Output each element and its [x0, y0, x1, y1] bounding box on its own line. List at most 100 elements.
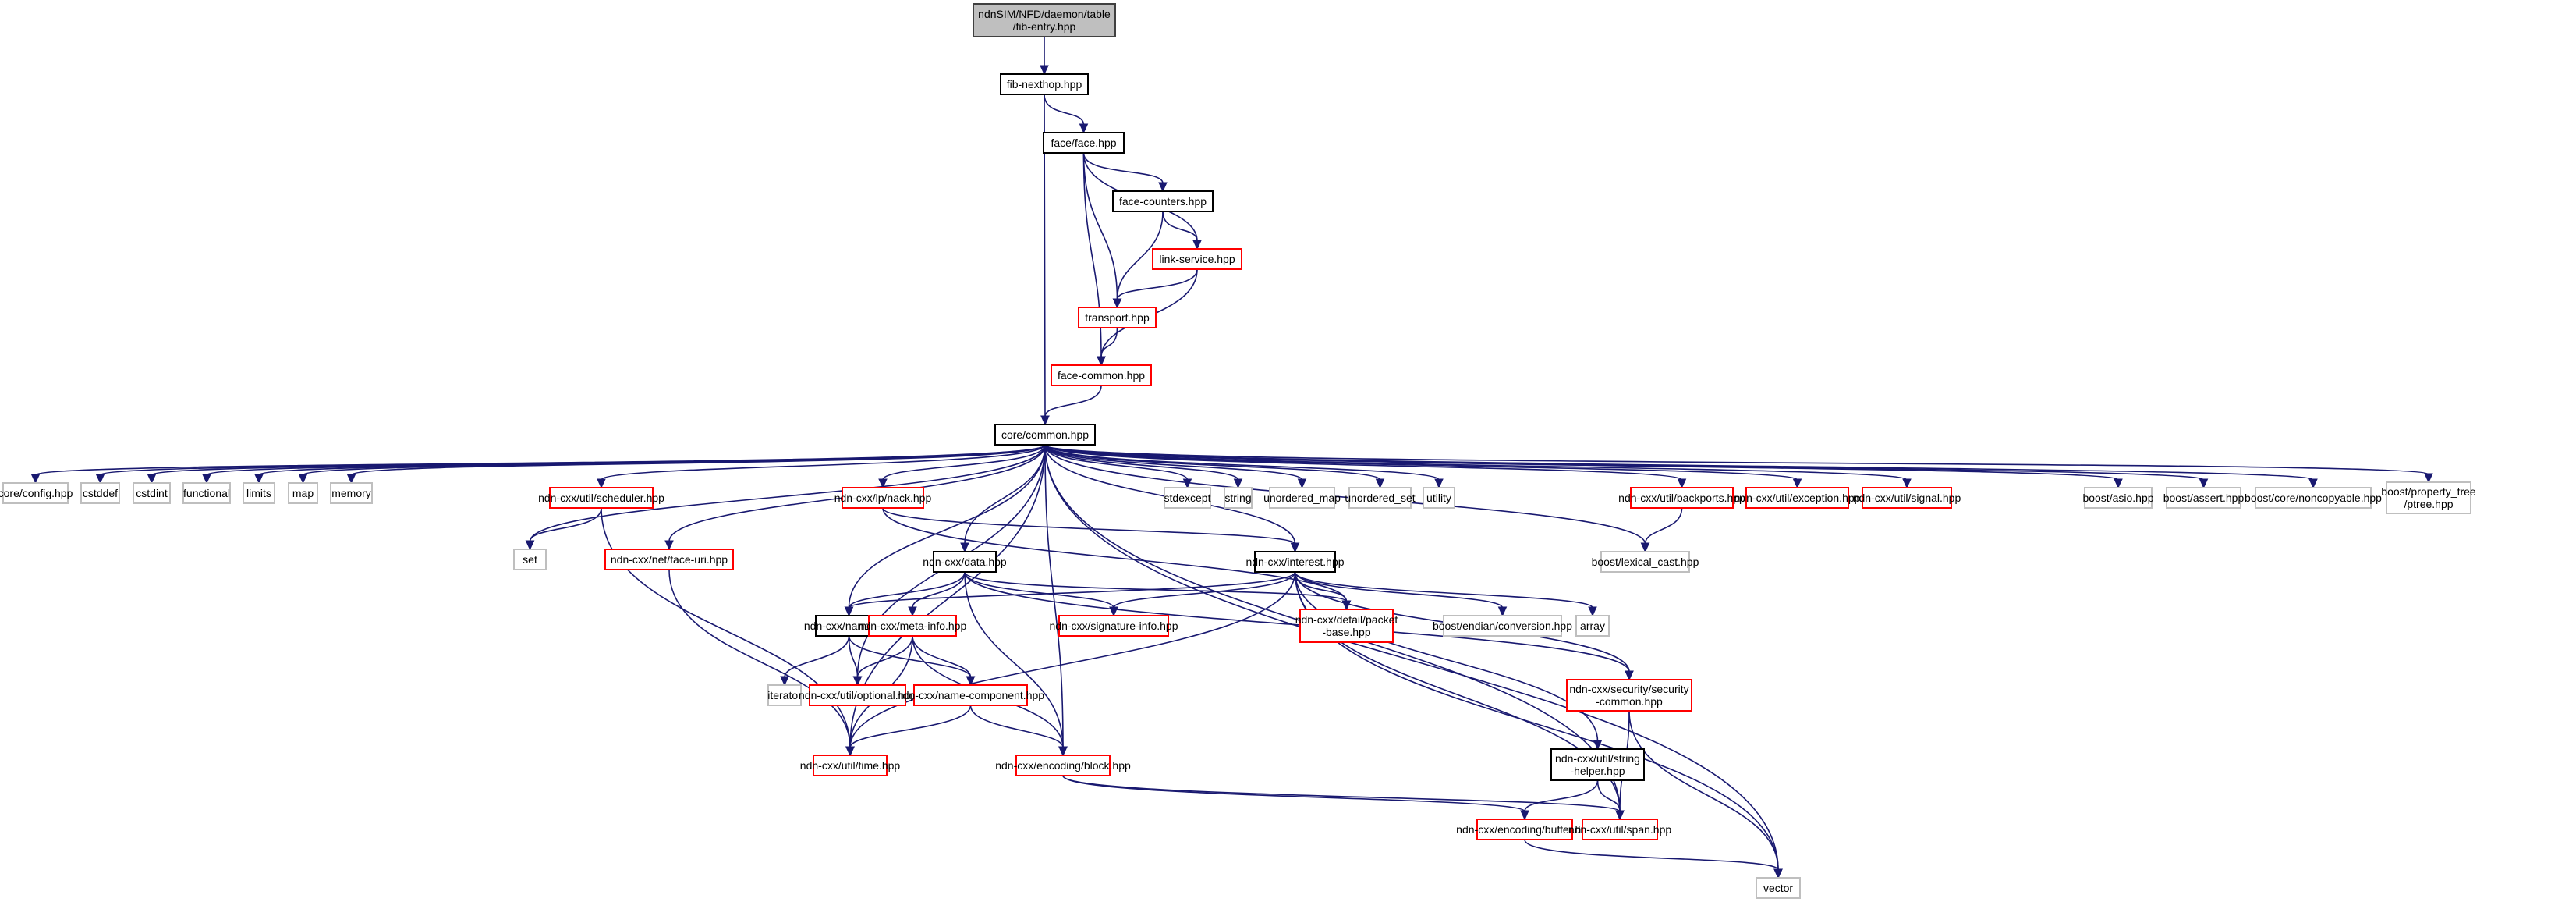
node-box: [288, 482, 318, 504]
edge-name-to-optional: [848, 635, 859, 678]
edge-face_counters-to-transport: [1116, 211, 1164, 300]
node-security-common[interactable]: ndn-cxx/security/security-common.hpp: [1566, 679, 1692, 712]
arrowhead-common-to-config: [30, 474, 41, 485]
node-span[interactable]: ndn-cxx/util/span.hpp: [1568, 819, 1672, 840]
edge-common-to-noncopyable: [1044, 444, 2314, 481]
node-common[interactable]: core/common.hpp: [994, 424, 1096, 446]
node-label: ndn-cxx/signature-info.hpp: [1050, 620, 1178, 632]
node-time[interactable]: ndn-cxx/util/time.hpp: [800, 755, 901, 776]
node-label: link-service.hpp: [1159, 253, 1235, 265]
node-label: limits: [246, 487, 271, 499]
node-label: vector: [1763, 882, 1793, 894]
edge-nack-to-packet_base: [882, 507, 1348, 602]
node-box: [2166, 487, 2241, 509]
arrowhead-face_common-to-common: [1040, 415, 1050, 426]
node-label: core/common.hpp: [1001, 428, 1089, 441]
edge-data-to-signature_info: [964, 571, 1114, 609]
edge-face-to-face_counters: [1082, 152, 1164, 184]
edge-common-to-set: [529, 444, 1046, 542]
node-box: [80, 482, 120, 504]
node-backports[interactable]: ndn-cxx/util/backports.hpp: [1618, 487, 1745, 509]
node-label: set: [523, 553, 537, 566]
edge-common-to-ptree: [1044, 444, 2429, 475]
node-signature-info[interactable]: ndn-cxx/signature-info.hpp: [1050, 615, 1178, 637]
node-buffer[interactable]: ndn-cxx/encoding/buffer.hpp: [1456, 819, 1593, 840]
node-box: [1299, 609, 1394, 643]
node-exception[interactable]: ndn-cxx/util/exception.hpp: [1734, 487, 1861, 509]
node-box: [1600, 551, 1690, 573]
edge-name-to-name_component: [848, 635, 972, 678]
node-box: [1582, 819, 1658, 840]
node-label: unordered_map: [1263, 492, 1341, 504]
edge-interest-to-array: [1294, 571, 1593, 609]
node-label: face-counters.hpp: [1119, 195, 1207, 208]
node-box: [1348, 487, 1412, 509]
node-nack[interactable]: ndn-cxx/lp/nack.hpp: [834, 487, 932, 509]
node-box: [994, 424, 1096, 446]
node-face[interactable]: face/face.hpp: [1043, 132, 1125, 154]
node-face-counters[interactable]: face-counters.hpp: [1112, 190, 1214, 212]
arrowhead-common-to-noncopyable: [2308, 478, 2318, 489]
edge-common-to-unordered_set: [1044, 444, 1381, 481]
node-box: [1423, 487, 1455, 509]
node-box: [813, 755, 888, 776]
edge-data-to-block: [964, 571, 1064, 748]
node-cstdint: cstdint: [133, 482, 171, 504]
arrowhead-interest-to-packet_base: [1341, 600, 1352, 611]
node-box: [2084, 487, 2153, 509]
node-label: core/config.hpp: [0, 487, 73, 499]
node-label: ndn-cxx/interest.hpp: [1245, 556, 1344, 568]
node-root[interactable]: ndnSIM/NFD/daemon/table/fib-entry.hpp: [973, 3, 1116, 37]
node-label: boost/endian/conversion.hpp: [1433, 620, 1572, 632]
node-label: ndn-cxx/encoding/block.hpp: [995, 759, 1131, 772]
edge-common-to-lexical_cast: [1044, 444, 1646, 545]
node-label: cstddef: [83, 487, 118, 499]
node-box: [604, 549, 734, 570]
node-data[interactable]: ndn-cxx/data.hpp: [923, 551, 1007, 573]
edge-face-to-transport: [1082, 152, 1118, 300]
node-signal[interactable]: ndn-cxx/util/signal.hpp: [1853, 487, 1961, 509]
nodes-layer: ndnSIM/NFD/daemon/table/fib-entry.hpp fib…: [0, 3, 2476, 899]
node-face-common[interactable]: face-common.hpp: [1051, 364, 1152, 386]
edge-common-to-nack: [882, 444, 1046, 481]
node-link-service[interactable]: link-service.hpp: [1152, 248, 1242, 270]
node-block[interactable]: ndn-cxx/encoding/block.hpp: [995, 755, 1131, 776]
arrowhead-interest-to-name: [844, 606, 854, 617]
node-transport[interactable]: transport.hpp: [1078, 307, 1157, 328]
edges-layer: [30, 36, 2433, 879]
node-meta-info[interactable]: ndn-cxx/meta-info.hpp: [859, 615, 967, 637]
node-map: map: [288, 482, 318, 504]
arrowhead-transport-to-face_common: [1097, 356, 1106, 367]
edge-common-to-scheduler: [601, 444, 1046, 481]
node-label: boost/property_tree: [2381, 485, 2476, 498]
node-label: memory: [331, 487, 371, 499]
node-asio: boost/asio.hpp: [2082, 487, 2154, 509]
arrowhead-string_helper-to-buffer: [1520, 810, 1529, 821]
node-box: [1630, 487, 1734, 509]
node-string-helper[interactable]: ndn-cxx/util/string-helper.hpp: [1550, 748, 1645, 781]
node-box: [513, 549, 547, 570]
arrowhead-common-to-functional: [202, 474, 211, 485]
node-box: [549, 487, 654, 509]
node-config: core/config.hpp: [0, 482, 73, 504]
edge-fib_nexthop-to-face: [1044, 94, 1085, 126]
node-label: ndn-cxx/util/span.hpp: [1568, 823, 1672, 836]
node-optional[interactable]: ndn-cxx/util/optional.hpp: [799, 684, 916, 706]
node-fib-nexthop[interactable]: fib-nexthop.hpp: [1000, 73, 1089, 95]
arrowhead-common-to-cstddef: [95, 474, 105, 485]
node-scheduler[interactable]: ndn-cxx/util/scheduler.hpp: [538, 487, 664, 509]
node-label: ndn-cxx/encoding/buffer.hpp: [1456, 823, 1593, 836]
node-label: fib-nexthop.hpp: [1007, 78, 1082, 91]
edge-interest-to-endian: [1294, 571, 1504, 609]
node-interest[interactable]: ndn-cxx/interest.hpp: [1245, 551, 1345, 573]
node-box: [1269, 487, 1335, 509]
node-box: [243, 482, 275, 504]
node-box: [913, 684, 1028, 706]
node-packet-base[interactable]: ndn-cxx/detail/packet-base.hpp: [1295, 609, 1398, 643]
node-name-component[interactable]: ndn-cxx/name-component.hpp: [897, 684, 1044, 706]
node-face-uri[interactable]: ndn-cxx/net/face-uri.hpp: [604, 549, 734, 570]
node-label: ndn-cxx/util/exception.hpp: [1734, 492, 1861, 504]
arrowhead-common-to-cstdint: [147, 474, 157, 485]
node-label: /fib-entry.hpp: [1013, 20, 1076, 33]
arrowhead-fib_nexthop-to-face: [1079, 123, 1089, 134]
